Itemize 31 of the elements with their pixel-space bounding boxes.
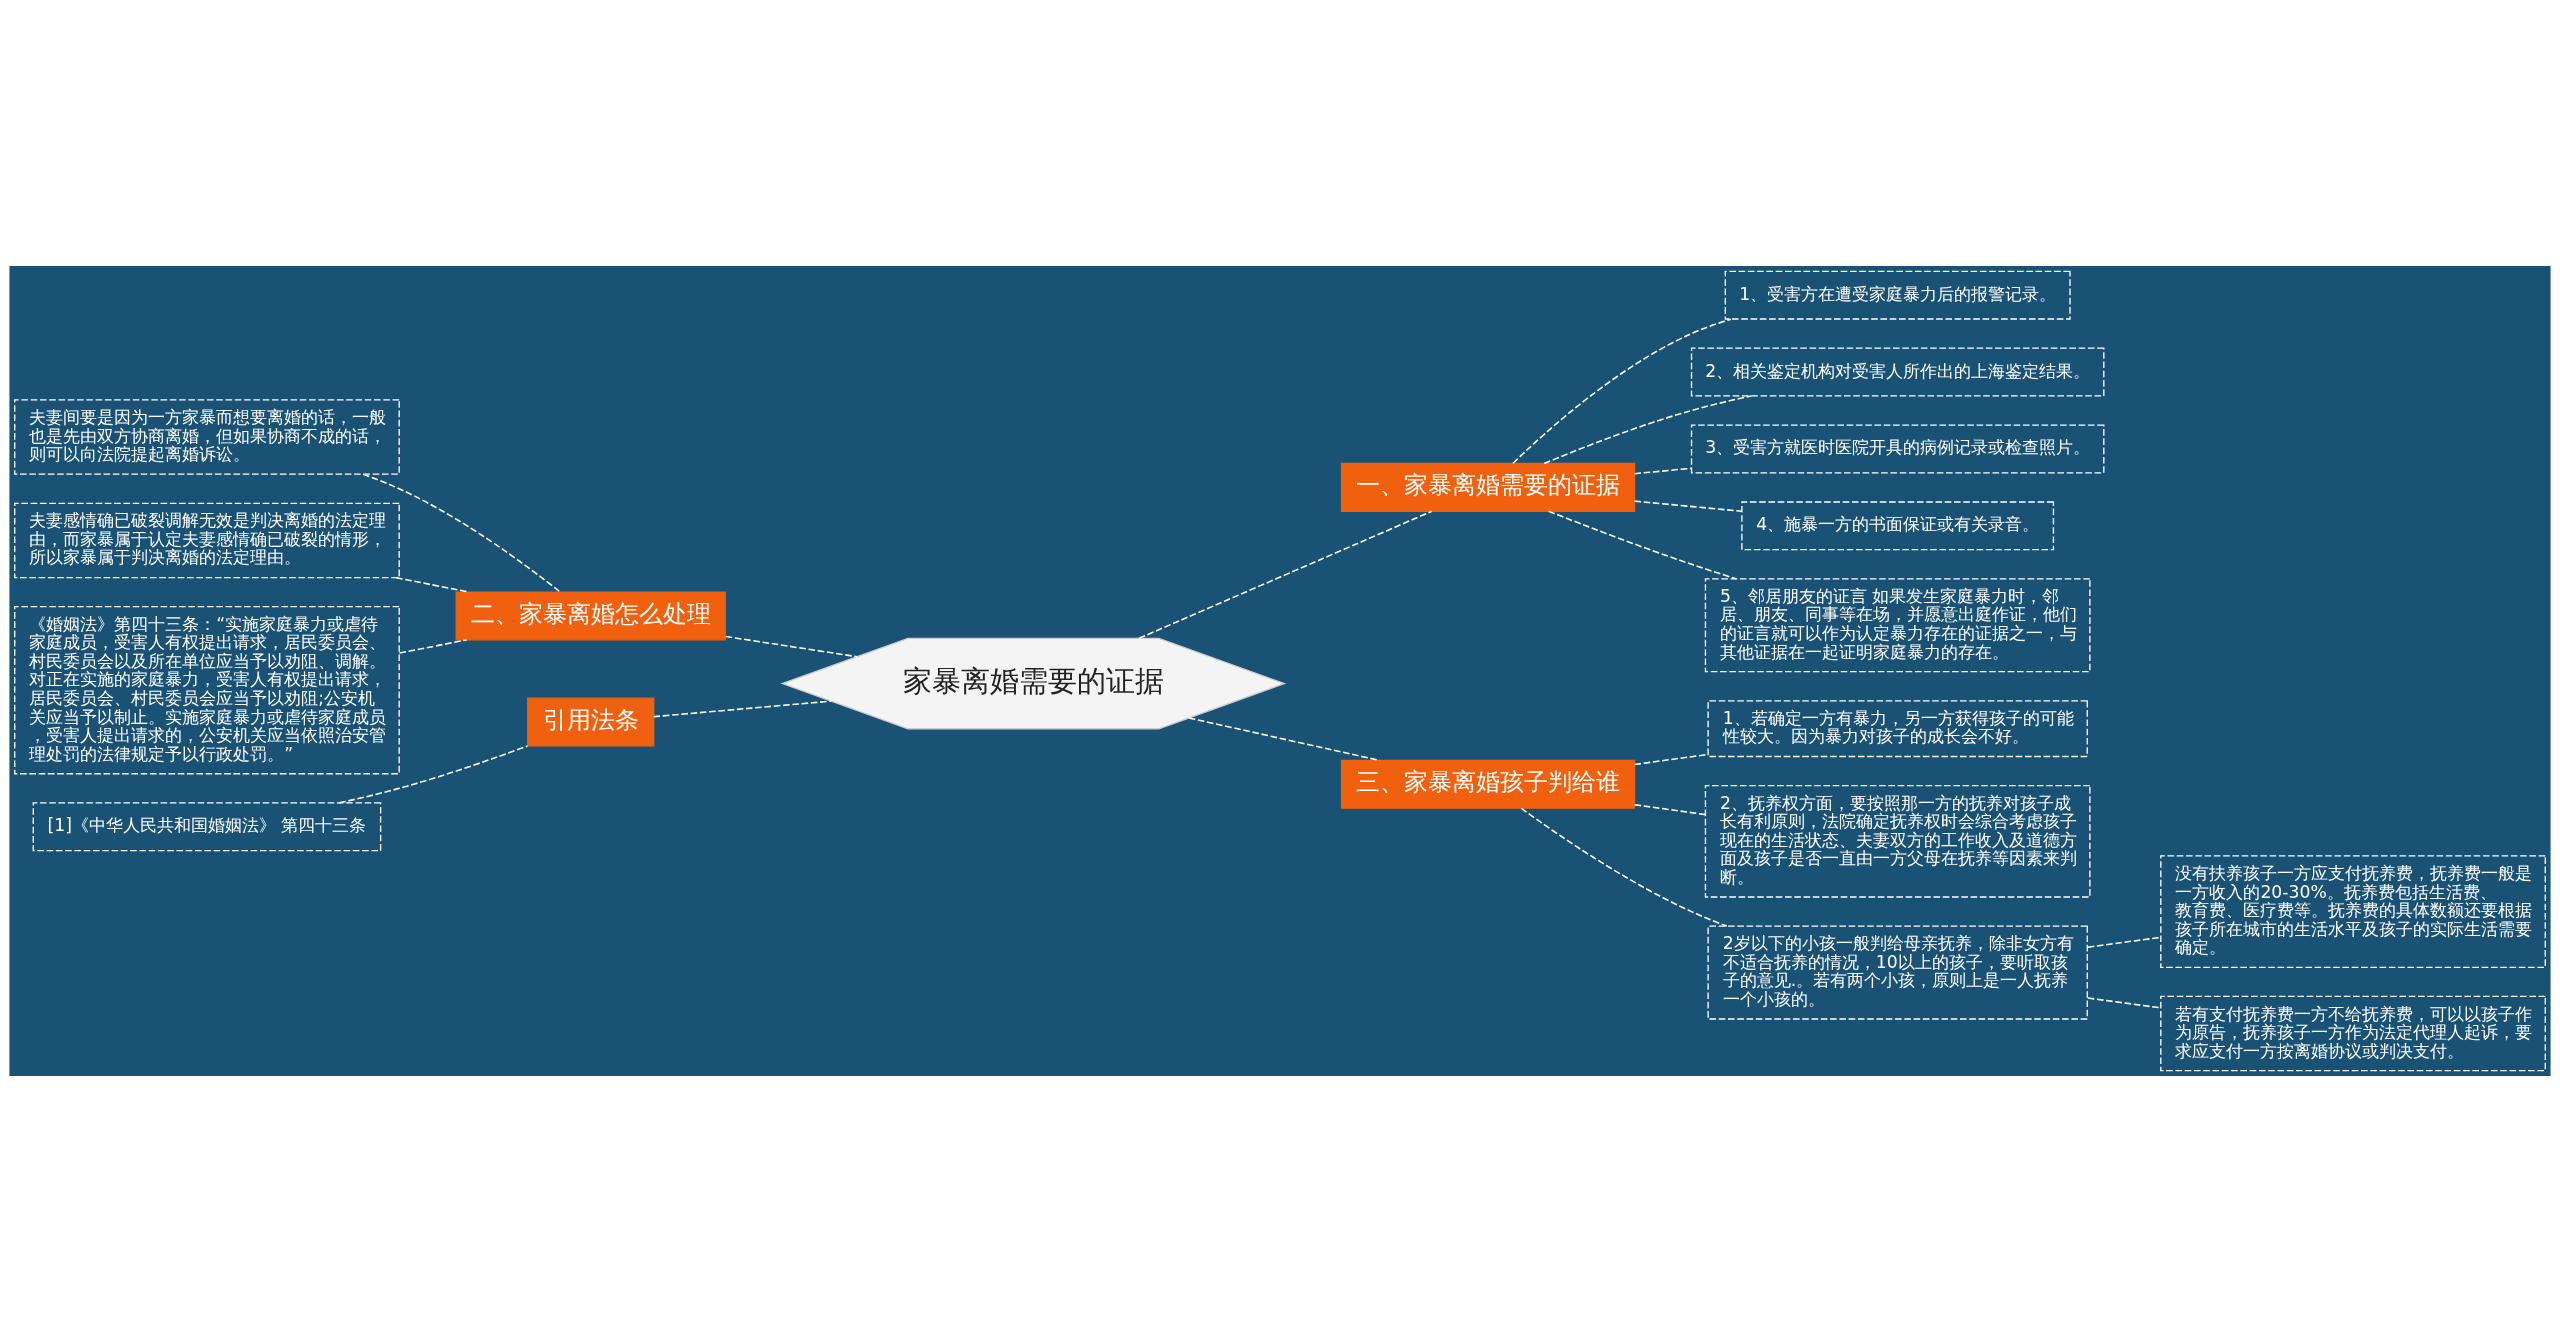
connector	[1633, 803, 1707, 815]
node-box: 夫妻间要是因为一方家暴而想要离婚的话，一般也是先由双方协商离婚，但如果协商不成的话，则可以向法院提起离婚诉讼。	[14, 398, 400, 475]
node-box: 二、家暴离婚怎么处理	[455, 590, 726, 640]
node-box: 5、邻居朋友的证言 如果发生家庭暴力时，邻居、朋友、同事等在场，并愿意出庭作证，他们的证言就可以作为认定暴力存在的证据之一，与其他证据在一起证明家庭暴力的存在。	[1704, 577, 2091, 672]
node-box: 没有扶养孩子一方应支付抚养费，抚养费一般是一方收入的20-30%。抚养费包括生活费、教育费、医疗费等。抚养费的具体数额还要根据孩子所在城市的生活水平及孩子的实际生活需要确定。	[2160, 854, 2546, 968]
connector	[1138, 509, 1433, 639]
connector	[2086, 936, 2162, 948]
connector	[398, 638, 468, 654]
node-box: 1、受害方在遭受家庭暴力后的报警记录。	[1724, 270, 2071, 320]
node-box: 引用法条	[527, 697, 655, 747]
node-box: 4、施暴一方的书面保证或有关录音。	[1741, 500, 2055, 550]
connector	[1633, 467, 1693, 474]
connector	[1547, 509, 1737, 580]
node-box: 2岁以下的小孩一般判给母亲抚养，除非女方有不适合抚养的情况，10以上的孩子，要听取孩子的意见.。若有两个小孩，原则上是一人抚养一个小孩的。	[1707, 925, 2088, 1020]
node-box: 三、家暴离婚孩子判给谁	[1340, 759, 1636, 809]
connector	[1520, 807, 1728, 927]
node-box: 2、相关鉴定机构对受害人所作出的上海鉴定结果。	[1690, 347, 2105, 397]
connector	[652, 699, 832, 717]
node-box: 3、受害方就医时医院开具的病例记录或检查照片。	[1690, 423, 2105, 473]
node-box: 夫妻感情确已破裂调解无效是判决离婚的法定理由，而家暴属于认定夫妻感情确已破裂的情形，所以家暴属于判决离婚的法定理由。	[14, 502, 400, 578]
node-box: 《婚姻法》第四十三条：“实施家庭暴力或虐待家庭成员，受害人有权提出请求，居民委员会、村民委员会以及所在单位应当予以劝阻、调解。对正在实施的家庭暴力，受害人有权提出请求，居民委员会、村民委员会应当予以劝阻;公安机关应当予以制止。实施家庭暴力或虐待家庭成员，受害人提出请求的，公安机关应当依照治安管理处罚的法律规定予以行政处罚。”	[14, 605, 400, 774]
connector	[1633, 499, 1743, 512]
connector	[2086, 996, 2162, 1009]
node-box: 一、家暴离婚需要的证据	[1340, 462, 1636, 512]
connector	[725, 635, 858, 657]
node-box: 1、若确定一方有暴力，另一方获得孩子的可能性较大。因为暴力对孩子的成长会不好。	[1707, 699, 2088, 757]
connector	[1633, 753, 1709, 765]
node-box: 2、抚养权方面，要按照那一方的抚养对孩子成长有利原则，法院确定抚养权时会综合考虑孩子现在的生活状态、夫妻双方的工作收入及道德方面及孩子是否一直由一方父母在抚养等因素来判断。	[1704, 784, 2091, 898]
connector	[1512, 317, 1732, 464]
node-box: [1]《中华人民共和国婚姻法》 第四十三条	[32, 801, 382, 851]
node-box: 若有支付抚养费一方不给抚养费，可以以孩子作为原告，抚养孩子一方作为法定代理人起诉，要求应支付一方按离婚协议或判决支付。	[2160, 995, 2546, 1071]
